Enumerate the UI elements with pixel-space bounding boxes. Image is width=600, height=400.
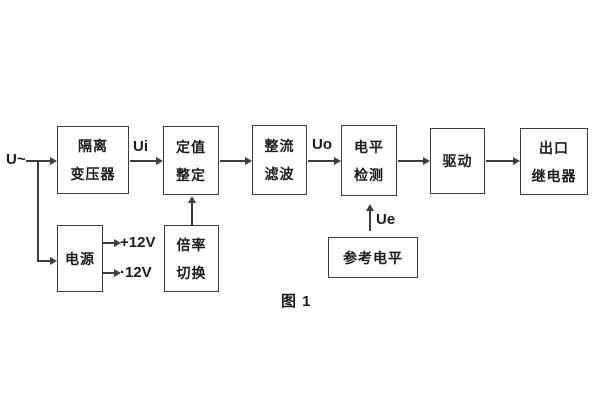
block-setting: 定值 整定 bbox=[163, 126, 219, 195]
input-line bbox=[26, 160, 38, 162]
block-label: 滤波 bbox=[264, 166, 295, 182]
arrow-right-icon bbox=[245, 157, 252, 165]
arrow-up-icon bbox=[366, 204, 374, 211]
arrow-right-icon bbox=[513, 157, 520, 165]
flow-line bbox=[486, 160, 514, 162]
block-drive: 驱动 bbox=[430, 128, 485, 194]
arrow-right-icon bbox=[156, 157, 163, 165]
block-label: 定值 bbox=[176, 138, 206, 155]
figure-caption: 图 1 bbox=[281, 293, 312, 310]
block-output-relay: 出口 继电器 bbox=[520, 128, 588, 195]
signal-label-uo: Uo bbox=[312, 136, 332, 153]
block-label: 隔离 bbox=[78, 138, 108, 154]
input-to-power-line bbox=[37, 260, 51, 262]
block-isolation-transformer: 隔离 变压器 bbox=[57, 126, 129, 194]
arrow-right-icon bbox=[114, 239, 121, 247]
block-label: 切换 bbox=[176, 264, 207, 281]
block-label: 整流 bbox=[264, 138, 295, 154]
flow-line bbox=[308, 160, 335, 162]
block-level-detection: 电平 检测 bbox=[341, 125, 397, 196]
reference-to-detection-line bbox=[369, 211, 371, 231]
block-reference-level: 参考电平 bbox=[328, 237, 418, 278]
flow-line bbox=[220, 160, 246, 162]
block-label: 参考电平 bbox=[343, 249, 403, 266]
input-to-transformer-line bbox=[37, 160, 51, 162]
rail-label-pos: +12V bbox=[120, 234, 156, 251]
block-label: 出口 bbox=[539, 139, 569, 156]
signal-label-ui: Ui bbox=[133, 138, 148, 155]
arrow-right-icon bbox=[50, 257, 57, 265]
block-label: 变压器 bbox=[70, 166, 116, 182]
arrow-right-icon bbox=[114, 269, 121, 277]
arrow-right-icon bbox=[334, 157, 341, 165]
flow-line bbox=[130, 160, 157, 162]
input-branch-line bbox=[37, 160, 39, 261]
block-ratio-switch: 倍率 切换 bbox=[164, 225, 219, 292]
block-label: 整定 bbox=[176, 166, 206, 183]
rail-pos-line bbox=[103, 242, 115, 244]
rail-neg-line bbox=[103, 272, 115, 274]
block-label: 驱动 bbox=[442, 153, 473, 169]
arrow-right-icon bbox=[423, 157, 430, 165]
rail-label-neg: ·12V bbox=[120, 264, 152, 281]
arrow-up-icon bbox=[188, 196, 196, 203]
block-label: 电源 bbox=[65, 250, 95, 267]
ratio-to-setting-line bbox=[191, 203, 193, 225]
signal-label-ue: Ue bbox=[376, 211, 396, 228]
arrow-right-icon bbox=[50, 157, 57, 165]
block-label: 倍率 bbox=[176, 236, 207, 253]
block-label: 继电器 bbox=[531, 167, 577, 184]
block-rectifier-filter: 整流 滤波 bbox=[252, 125, 307, 195]
block-label: 检测 bbox=[354, 166, 384, 183]
signal-label-input: U~ bbox=[6, 151, 26, 168]
block-power-supply: 电源 bbox=[57, 225, 103, 292]
block-label: 电平 bbox=[354, 138, 384, 155]
flow-line bbox=[398, 160, 424, 162]
